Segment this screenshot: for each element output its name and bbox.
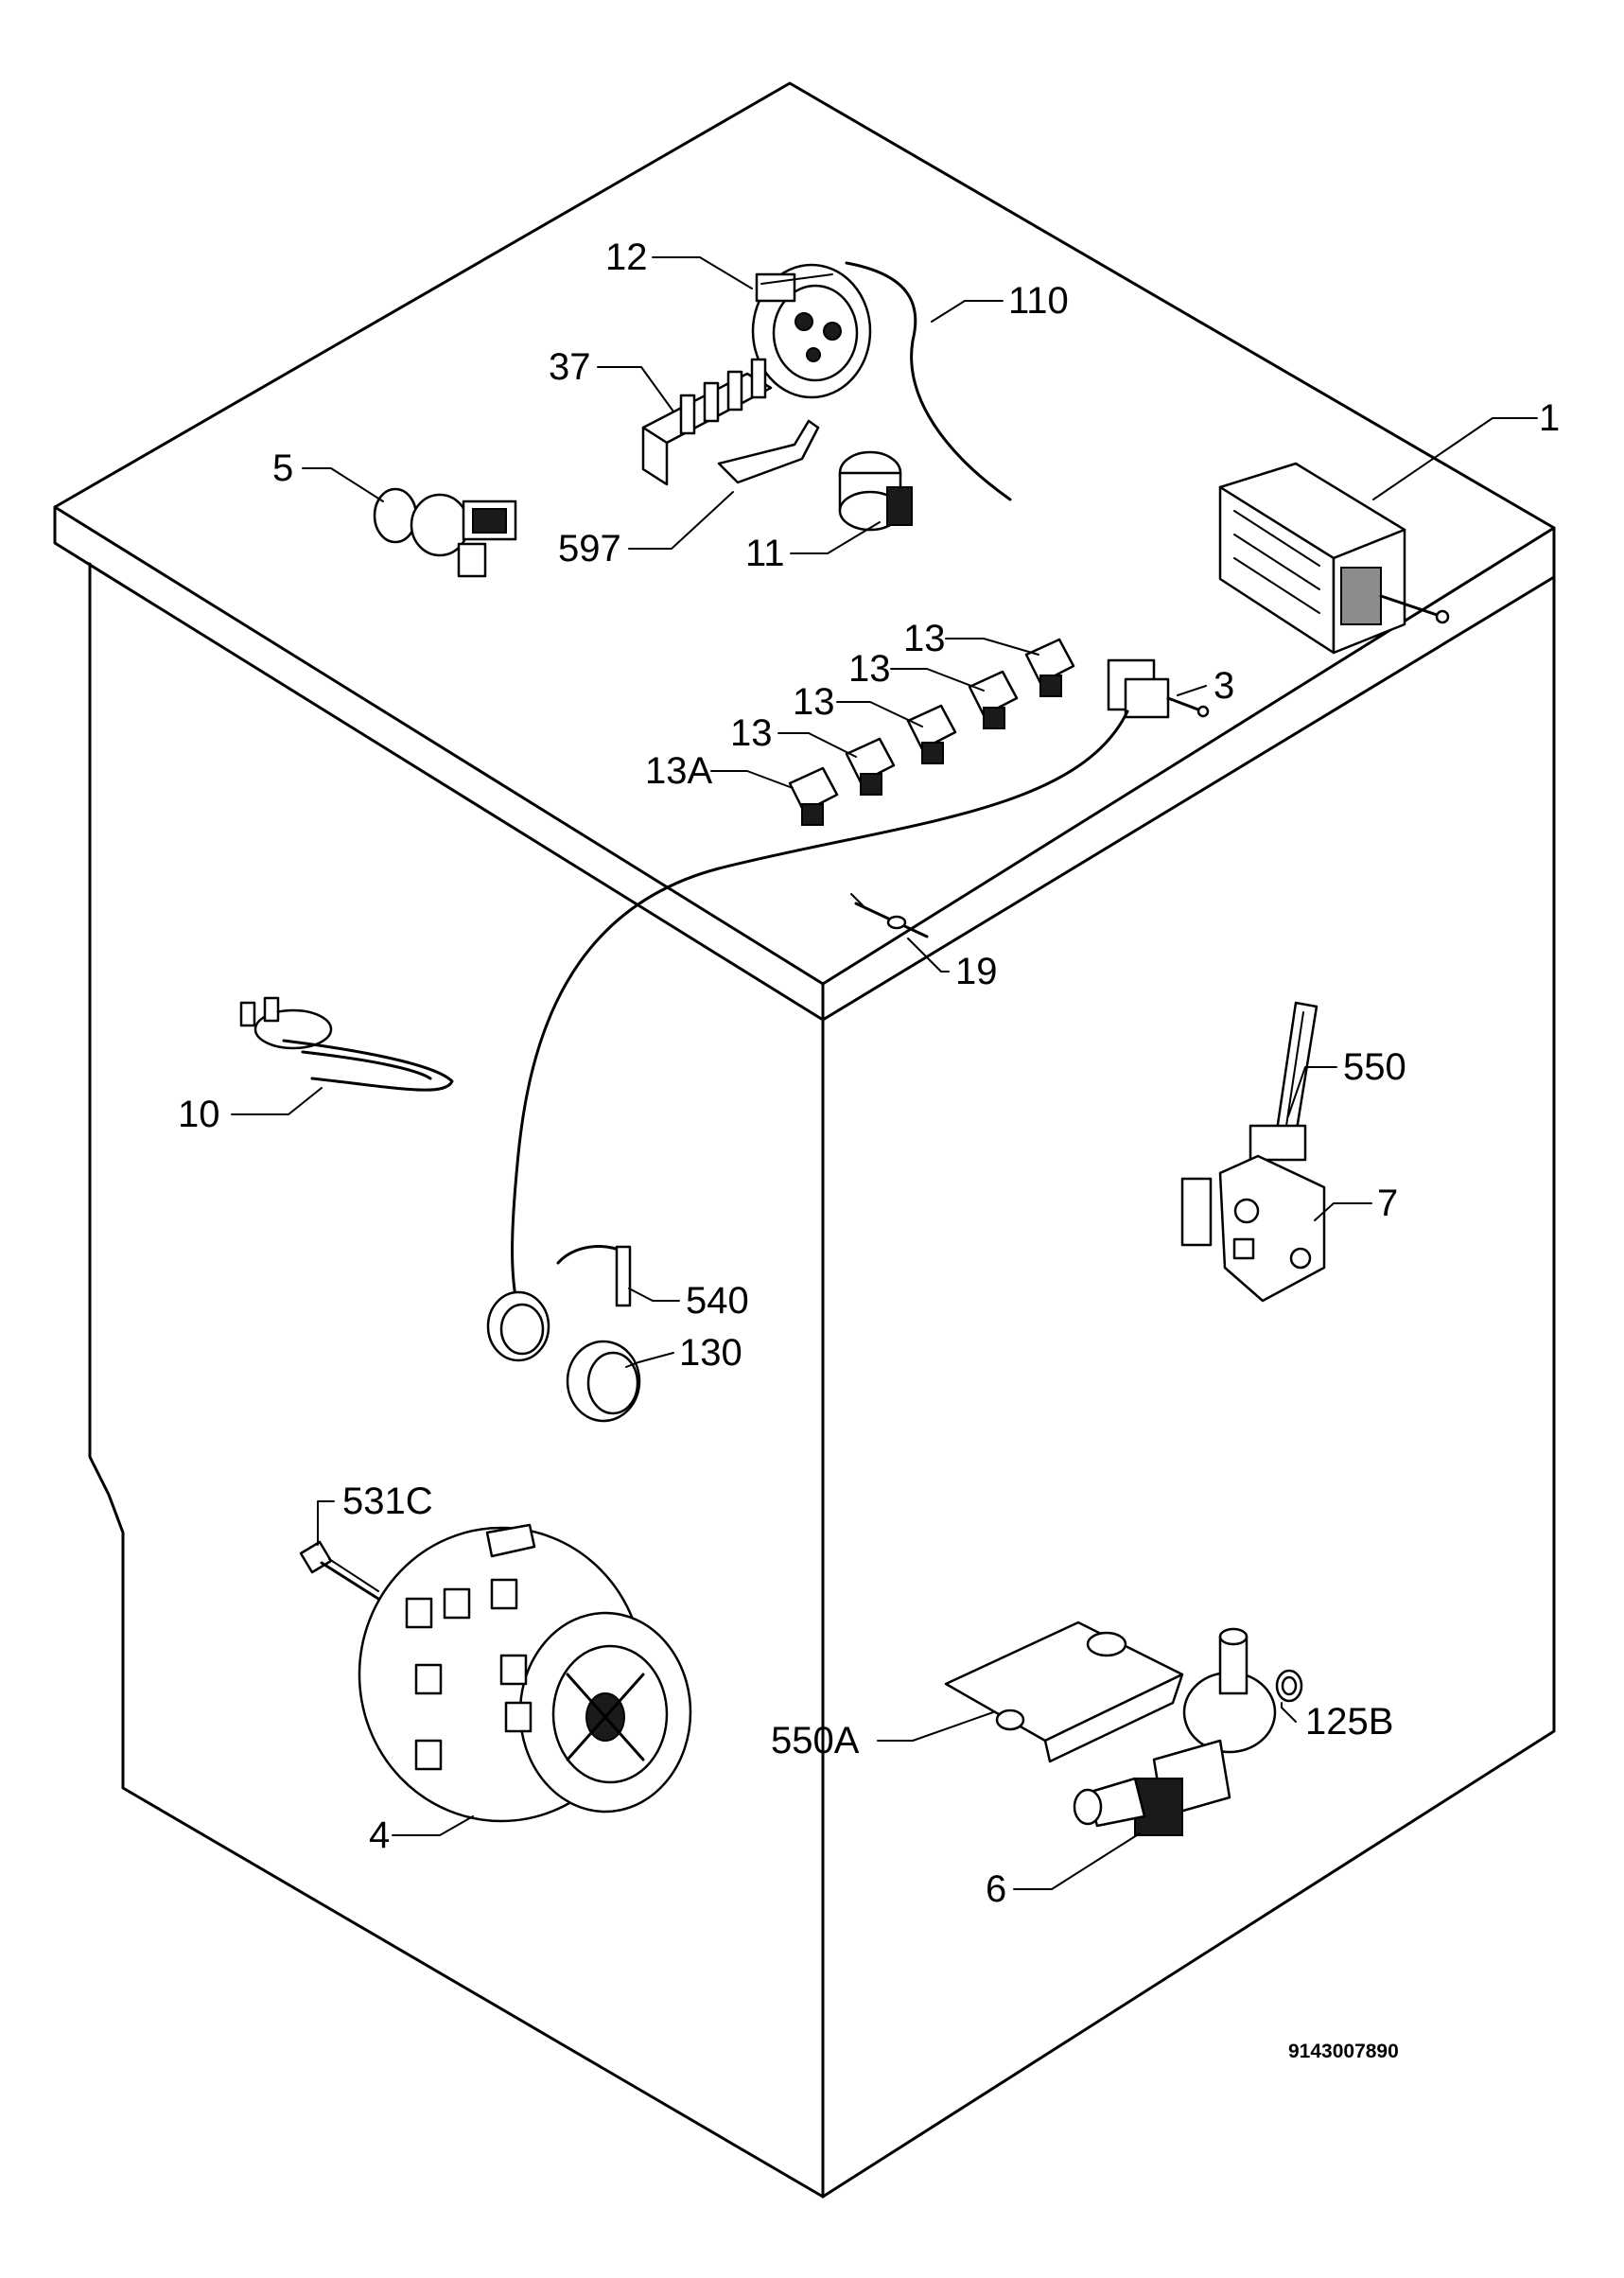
- connector-13-3[interactable]: [968, 670, 1019, 729]
- switch-part-3[interactable]: [1107, 658, 1210, 719]
- cable-grommet: [486, 1290, 550, 1362]
- drawing-number: 9143007890: [1288, 2041, 1399, 2062]
- label-part-10: 10: [178, 1094, 220, 1135]
- label-part-1: 1: [1539, 397, 1560, 439]
- capacitor-part-11[interactable]: [838, 450, 913, 532]
- label-part-110: 110: [1008, 280, 1069, 322]
- label-part-125B: 125B: [1305, 1701, 1393, 1743]
- part-labels: 1 3 4 5 6 7 10 11 12 13 13 13 13 13A 19 …: [178, 237, 1560, 2062]
- label-part-597: 597: [558, 528, 621, 570]
- label-part-11: 11: [745, 533, 785, 574]
- connector-13-4[interactable]: [1024, 638, 1075, 697]
- hose-part-110[interactable]: [845, 261, 1012, 501]
- label-part-3: 3: [1214, 665, 1234, 707]
- connector-13-1[interactable]: [845, 737, 896, 796]
- clamp-part-540[interactable]: [556, 1245, 632, 1307]
- grommet-part-130[interactable]: [566, 1340, 641, 1423]
- label-part-13-4: 13: [903, 618, 946, 659]
- label-part-6: 6: [986, 1868, 1006, 1910]
- label-part-7: 7: [1377, 1183, 1398, 1224]
- label-part-19: 19: [955, 951, 998, 992]
- label-part-540: 540: [686, 1280, 749, 1322]
- label-part-5: 5: [272, 447, 293, 489]
- sensor-part-19[interactable]: [850, 893, 929, 938]
- screw-part-531C[interactable]: [299, 1540, 380, 1601]
- label-part-550A: 550A: [771, 1720, 860, 1761]
- label-part-531C: 531C: [342, 1481, 433, 1522]
- programmer-timer-part-1[interactable]: [1218, 462, 1450, 655]
- wiring-cable: [511, 710, 1129, 1298]
- terminal-block-part-37[interactable]: [641, 358, 773, 486]
- label-part-12: 12: [605, 237, 648, 278]
- door-switch-part-7[interactable]: [1180, 1154, 1326, 1303]
- label-part-13A: 13A: [645, 750, 712, 792]
- connector-13A[interactable]: [788, 766, 839, 826]
- connector-13-2[interactable]: [906, 704, 957, 764]
- leader-lines: [231, 256, 1538, 1890]
- door-lock-part-550[interactable]: [1249, 1001, 1318, 1162]
- label-part-13-1: 13: [730, 712, 773, 754]
- label-part-130: 130: [679, 1332, 742, 1374]
- seal-ring-part-125B[interactable]: [1275, 1669, 1303, 1703]
- label-part-4: 4: [369, 1814, 390, 1856]
- label-part-13-2: 13: [793, 681, 835, 723]
- pressure-switch-part-12[interactable]: [751, 263, 872, 399]
- drain-pump-part-6[interactable]: [1073, 1627, 1277, 1836]
- label-part-13-3: 13: [848, 648, 891, 690]
- label-part-37: 37: [549, 346, 591, 388]
- cover-part-550A[interactable]: [944, 1621, 1184, 1763]
- cabinet-outline: [53, 81, 1556, 2199]
- label-part-550: 550: [1343, 1046, 1406, 1088]
- motor-part-4[interactable]: [358, 1523, 692, 1823]
- heater-part-10[interactable]: [239, 996, 454, 1092]
- clip-part-597[interactable]: [717, 419, 820, 484]
- valve-part-5[interactable]: [373, 487, 517, 578]
